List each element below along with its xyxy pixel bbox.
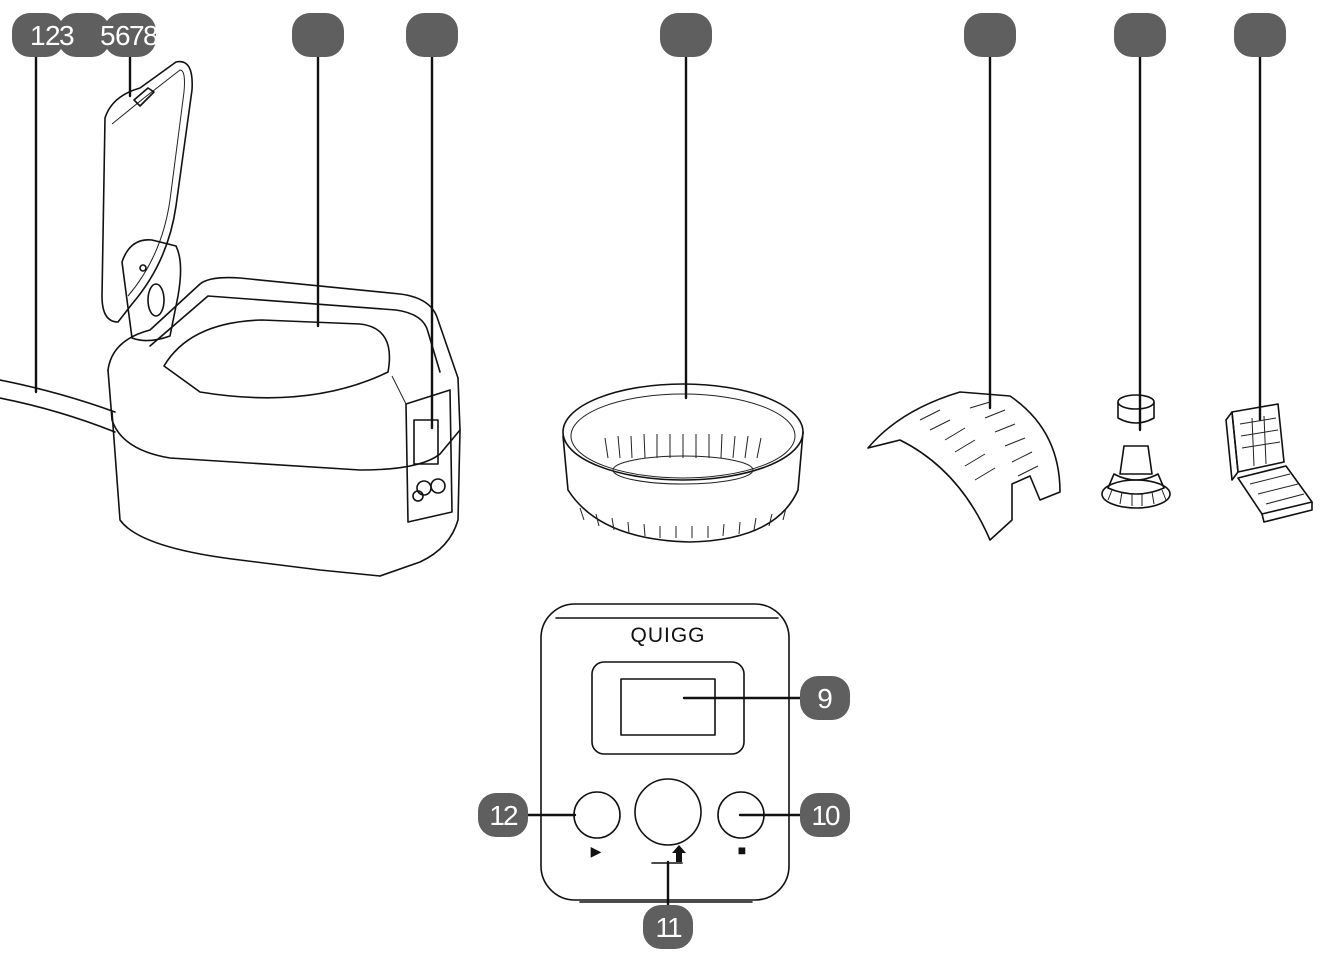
control-panel: QUIGG ▶ ■ [540,603,790,903]
callout-badge-blank [964,13,1016,57]
display-screen [620,678,716,736]
callout-label-10: 10 [811,800,840,831]
stop-button [717,791,765,839]
callout-label-2: 2 [45,20,60,51]
watch-stand-illustration [1101,394,1171,509]
callout-label-8: 8 [143,20,158,51]
callout-label-9: 9 [817,683,833,714]
display-frame [591,661,745,755]
stop-icon: ■ [738,842,746,858]
up-arrow-icon [672,845,686,862]
callout-badge-blank [406,13,458,57]
callout-badge-blank [1114,13,1166,57]
callout-label-3: 3 [59,20,74,51]
callout-badge-blank [292,13,344,57]
play-icon: ▶ [591,843,602,859]
callout-badge-blank [1234,13,1286,57]
callout-label-11: 11 [655,912,681,943]
callout-label-12: 12 [489,800,518,831]
brand-logo-text: QUIGG [630,624,705,647]
basket-illustration [562,383,804,543]
curved-holder-illustration [867,391,1061,541]
callout-badges-top: 1 2 3 5 6 7 8 [12,13,1286,57]
callout-badges-bottom: 9 10 11 12 [478,676,850,949]
leader-lines [34,53,1262,907]
callout-label-7: 7 [129,20,144,51]
parts-box-illustration [1225,403,1313,523]
start-button [573,791,621,839]
callout-label-5: 5 [100,20,115,51]
power-knob [634,778,702,846]
cleaner-unit-illustration [0,60,461,577]
callout-label-6: 6 [115,20,130,51]
callout-badge-blank [660,13,712,57]
callout-label-1: 1 [30,20,45,51]
